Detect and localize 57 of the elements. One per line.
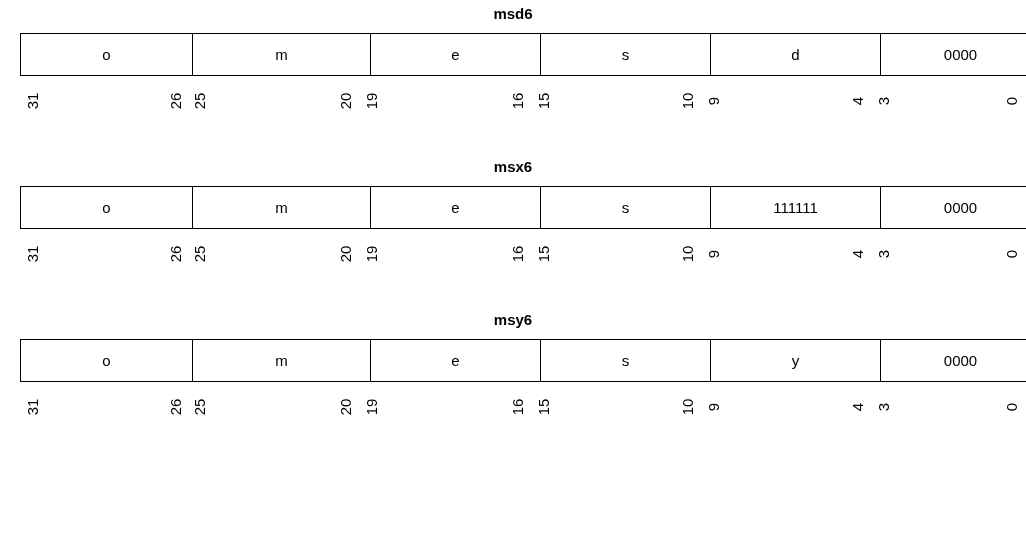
bit-number: 31 <box>24 245 41 263</box>
bit-number: 26 <box>167 245 184 263</box>
bit-number: 10 <box>679 398 696 416</box>
bit-number: 25 <box>191 398 208 416</box>
bit-number: 10 <box>679 92 696 110</box>
bit-number: 15 <box>535 245 552 263</box>
bit-field: o <box>20 33 193 76</box>
bit-number: 4 <box>850 402 867 412</box>
bit-number: 3 <box>876 249 893 259</box>
bit-field: s <box>540 33 711 76</box>
bit-field: s <box>540 186 711 229</box>
bit-number: 16 <box>509 92 526 110</box>
bit-number: 4 <box>850 96 867 106</box>
bit-number: 19 <box>363 398 380 416</box>
bit-number: 31 <box>24 398 41 416</box>
bit-number: 25 <box>191 245 208 263</box>
bit-number: 9 <box>706 402 723 412</box>
bit-field: d <box>710 33 881 76</box>
bit-number: 20 <box>337 92 354 110</box>
bit-field: 111111 <box>710 186 881 229</box>
bit-field: s <box>540 339 711 382</box>
bit-number: 9 <box>706 249 723 259</box>
register-name: msy6 <box>492 311 534 328</box>
bit-field: 0000 <box>880 33 1026 76</box>
bit-number: 0 <box>1004 402 1021 412</box>
bit-number: 19 <box>363 92 380 110</box>
bit-field: e <box>370 339 541 382</box>
bit-number: 16 <box>509 398 526 416</box>
bit-number: 9 <box>706 96 723 106</box>
bit-number: 4 <box>850 249 867 259</box>
bit-number: 10 <box>679 245 696 263</box>
bit-field: m <box>192 186 371 229</box>
bit-field: o <box>20 186 193 229</box>
bit-field: m <box>192 33 371 76</box>
register-name: msd6 <box>492 5 534 22</box>
bit-field: 0000 <box>880 339 1026 382</box>
bit-field: o <box>20 339 193 382</box>
bit-field: e <box>370 33 541 76</box>
bit-number: 3 <box>876 96 893 106</box>
bit-number: 16 <box>509 245 526 263</box>
bit-number: 3 <box>876 402 893 412</box>
bit-number: 20 <box>337 398 354 416</box>
bit-number: 25 <box>191 92 208 110</box>
bit-number: 26 <box>167 398 184 416</box>
bit-field: m <box>192 339 371 382</box>
bit-number: 26 <box>167 92 184 110</box>
bit-number: 20 <box>337 245 354 263</box>
bit-field: e <box>370 186 541 229</box>
bit-field: y <box>710 339 881 382</box>
bit-number: 15 <box>535 398 552 416</box>
register-name: msx6 <box>492 158 534 175</box>
bit-number: 19 <box>363 245 380 263</box>
bit-number: 31 <box>24 92 41 110</box>
bit-number: 0 <box>1004 249 1021 259</box>
bit-number: 15 <box>535 92 552 110</box>
bit-number: 0 <box>1004 96 1021 106</box>
bit-field: 0000 <box>880 186 1026 229</box>
